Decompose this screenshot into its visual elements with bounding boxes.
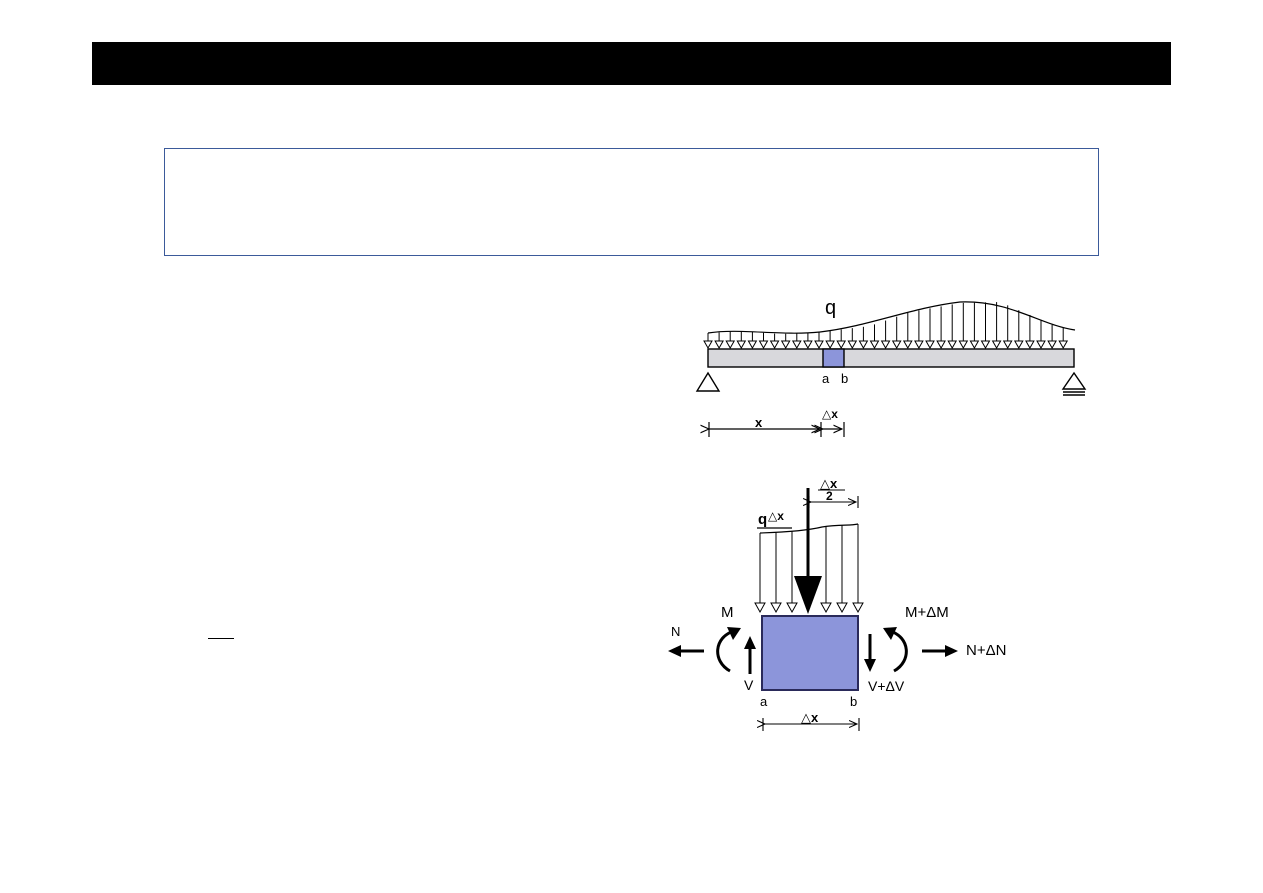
load-arrow-head <box>914 340 924 350</box>
shear-right-label: V+ΔV <box>868 678 905 694</box>
element-load-curve <box>759 523 859 534</box>
content-box <box>164 148 1099 256</box>
element-load-arrow-head <box>852 602 864 614</box>
load-label: q <box>825 297 836 319</box>
axial-right-arrow <box>922 645 958 657</box>
load-arrow-head <box>1036 340 1046 350</box>
moment-right-label: M+ΔM <box>905 604 949 621</box>
axial-left-label: N <box>671 624 680 639</box>
beam <box>707 348 1075 368</box>
shear-right-arrow <box>864 634 876 672</box>
axial-left-arrow <box>668 645 704 657</box>
element-block <box>761 615 859 691</box>
axial-right-label: N+ΔN <box>966 642 1006 659</box>
load-arrow-head <box>925 340 935 350</box>
load-arrow-head <box>880 340 891 350</box>
load-arrow-head <box>814 340 824 350</box>
load-arrow-head <box>714 340 724 350</box>
load-arrow-head <box>758 340 769 350</box>
load-arrow-head <box>1002 340 1013 350</box>
load-arrow-head <box>991 340 1002 350</box>
x-label: x <box>755 415 763 430</box>
roller-support <box>1061 371 1087 396</box>
load-arrow-head <box>791 340 802 350</box>
load-arrow-head <box>803 340 813 350</box>
dx-label: △x <box>822 407 838 421</box>
load-arrow-head <box>936 340 946 350</box>
load-arrow-head <box>703 340 713 350</box>
element-load-arrow-head <box>820 602 832 614</box>
element-width-dimension <box>763 718 860 731</box>
load-arrow-head <box>869 340 880 350</box>
load-arrow-head <box>847 340 858 350</box>
load-arrow-head <box>947 340 958 350</box>
moment-right-arrow <box>883 627 908 673</box>
half-dx-denominator: 2 <box>826 489 833 503</box>
element-width-label: △x <box>801 710 819 725</box>
load-arrow-head <box>1047 340 1057 350</box>
element-load-arrow-head <box>770 602 782 614</box>
half-dx-numerator: △x <box>820 476 838 491</box>
load-arrow-head <box>747 340 758 350</box>
pin-support <box>695 371 721 392</box>
load-arrow-head <box>1013 340 1024 350</box>
load-arrows <box>703 302 1069 350</box>
element-point-a-label: a <box>760 694 768 709</box>
load-arrow-head <box>902 340 913 350</box>
moment-left-label: M <box>721 604 734 621</box>
point-a-label: a <box>822 371 830 386</box>
q-label: q <box>758 511 767 528</box>
load-arrow-head <box>891 340 902 350</box>
element-load-arrows <box>754 524 864 614</box>
shear-left-arrow <box>744 636 756 674</box>
load-curve <box>707 301 1076 334</box>
shear-left-label: V <box>744 677 754 693</box>
x-dimension <box>709 422 845 437</box>
load-arrow-head <box>969 340 980 350</box>
element-load-arrow-head <box>836 602 848 614</box>
element-point-b-label: b <box>850 694 857 709</box>
moment-left-arrow <box>716 627 741 673</box>
load-arrow-head <box>958 340 969 350</box>
load-arrow-head <box>1025 340 1035 350</box>
fraction-line <box>208 638 234 639</box>
load-arrow-head <box>1058 340 1069 350</box>
load-arrow-head <box>858 340 869 350</box>
load-arrow-head <box>736 340 747 350</box>
load-arrow-head <box>725 340 736 350</box>
load-arrow-head <box>769 340 780 350</box>
point-b-label: b <box>841 371 848 386</box>
element-load-arrow-head <box>786 602 798 614</box>
element-load-arrow-head <box>754 602 766 614</box>
beam-element <box>822 348 845 368</box>
resultant-force-arrow <box>794 488 822 614</box>
q-dx-label: △x <box>768 509 784 523</box>
load-arrow-head <box>836 340 847 350</box>
load-arrow-head <box>980 340 991 350</box>
half-dx-dimension <box>809 489 859 508</box>
title-bar <box>92 42 1171 85</box>
load-arrow-head <box>825 340 835 350</box>
load-arrow-head <box>780 340 791 350</box>
distributed-load <box>703 301 1076 350</box>
